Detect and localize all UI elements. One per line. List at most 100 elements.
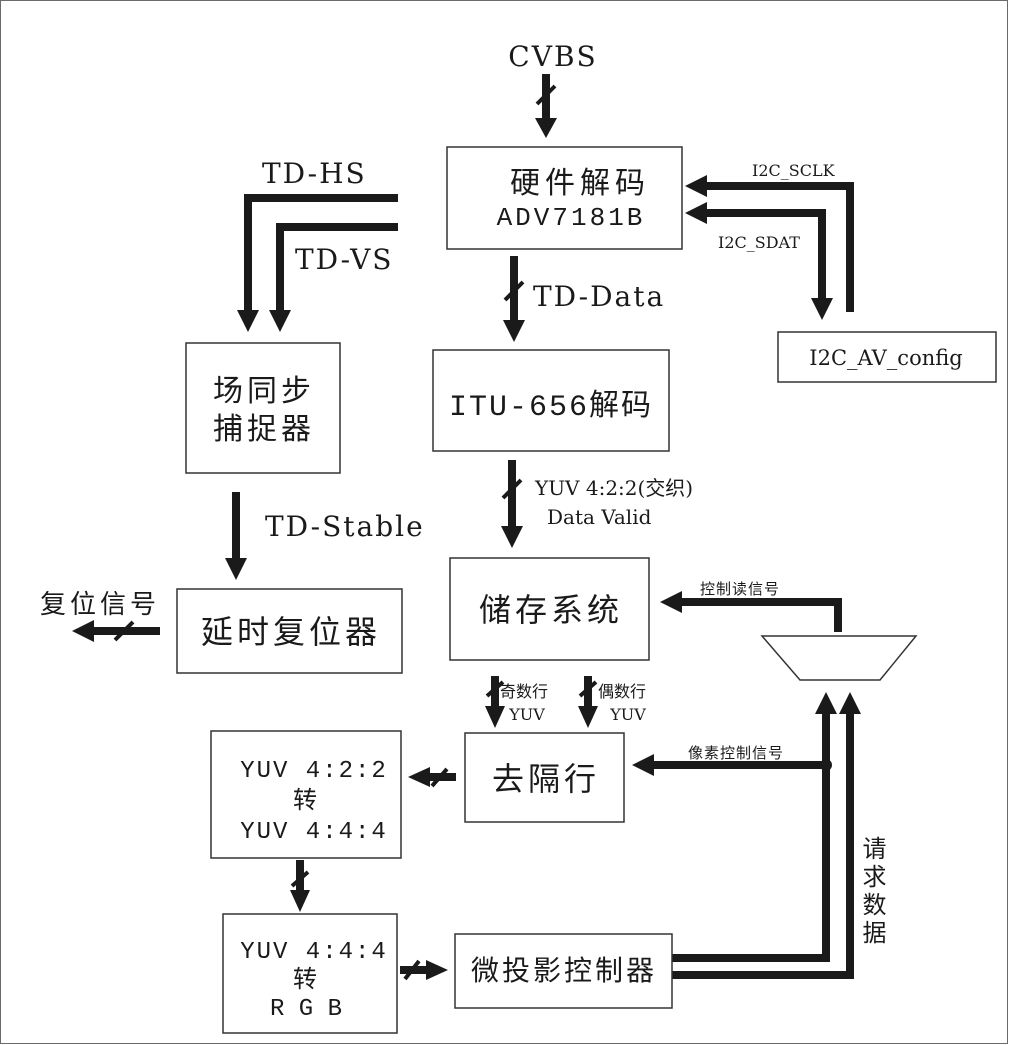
- reset-signal-arrow: [72, 620, 160, 642]
- yuv422-to-444-line1: YUV 4:2:2: [240, 758, 388, 785]
- odd-rows-label: 奇数行: [500, 682, 548, 701]
- hw-decoder-title: 硬件解码: [510, 166, 650, 201]
- field-sync-box: [185, 342, 341, 474]
- i2c-sdat-arrow: [685, 202, 833, 320]
- td-vs-arrow: [269, 223, 398, 332]
- field-sync-line1: 场同步: [213, 374, 315, 409]
- deinterlace-label: 去隔行: [492, 760, 600, 798]
- request-data-arrow-head-b: [839, 692, 861, 714]
- i2c-config-box: [777, 331, 997, 383]
- td-hs-wire: [244, 194, 398, 312]
- delay-reset-label: 延时复位器: [201, 613, 381, 651]
- td-stable-label: TD-Stable: [265, 510, 425, 543]
- itu656-block: ITU-656解码: [432, 349, 670, 452]
- field-sync-line2: 捕捉器: [213, 412, 315, 447]
- deinterlace-to-yuv-head: [408, 767, 430, 787]
- rgb-to-projector-head: [426, 960, 448, 980]
- hw-decoder-box: [446, 146, 683, 250]
- projector-controller-block: 微投影控制器: [454, 933, 673, 1009]
- yuv444-to-rgb-line3: R G B: [270, 996, 342, 1023]
- td-vs-arrow-head: [269, 310, 291, 332]
- i2c-sdat-label: I2C_SDAT: [718, 233, 800, 252]
- pixel-control-arrow-head: [632, 754, 654, 776]
- hw-decoder-chip: ADV7181B: [497, 203, 646, 233]
- request-data-arrow-head-a: [815, 692, 837, 714]
- storage-block: 储存系统: [449, 557, 650, 661]
- yuv444-to-rgb-box: [222, 913, 398, 1034]
- deinterlace-block: 去隔行: [464, 732, 625, 823]
- i2c-sclk-wire: [705, 182, 854, 312]
- i2c-sclk-arrow-head: [685, 175, 707, 197]
- yuv422-to-444-box: [210, 730, 402, 859]
- deinterlace-to-yuv-bus-slash: [430, 767, 449, 788]
- even-rows-yuv-label: YUV: [609, 705, 646, 724]
- rgb-to-projector-bus-slash: [403, 959, 421, 981]
- control-read-wire: [680, 598, 842, 632]
- reset-signal-label: 复位信号: [40, 590, 160, 620]
- yuv444-to-rgb-block: YUV 4:4:4 转 R G B: [222, 913, 398, 1034]
- odd-rows-arrow: [485, 676, 505, 728]
- even-rows-arrow: [578, 676, 598, 728]
- control-read-arrow-head: [660, 591, 682, 613]
- yuv444-stream-arrow: [290, 860, 310, 912]
- projector-controller-label: 微投影控制器: [471, 954, 657, 987]
- i2c-sdat-arrow-head-down: [811, 298, 833, 320]
- request-data-wire-a: [672, 712, 830, 962]
- yuv-stream-arrow-head: [501, 526, 523, 548]
- yuv-stream-bus-slash: [501, 478, 523, 500]
- td-hs-arrow-head: [237, 310, 259, 332]
- i2c-sdat-arrow-head-left: [685, 202, 707, 224]
- storage-label: 储存系统: [479, 591, 623, 629]
- td-vs-wire: [276, 223, 398, 312]
- field-sync-block: 场同步 捕捉器: [185, 342, 341, 474]
- td-hs-arrow: [237, 194, 398, 332]
- even-rows-bus-slash: [578, 680, 598, 698]
- odd-rows-bus-slash: [485, 680, 505, 698]
- yuv444-stream-bus-slash: [290, 870, 310, 888]
- yuv-stream-arrow: [501, 460, 523, 548]
- control-read-arrow: [660, 591, 842, 632]
- i2c-config-block: I2C_AV_config: [777, 331, 997, 383]
- projector-controller-box: [454, 933, 673, 1009]
- request-data-label: 请求数据: [858, 836, 886, 948]
- cvbs-label: CVBS: [508, 40, 597, 73]
- even-rows-arrow-head: [578, 706, 598, 728]
- yuv422-to-444-line3: YUV 4:4:4: [240, 819, 388, 846]
- deinterlace-to-yuv-arrow: [408, 767, 456, 788]
- hw-decoder-block: 硬件解码 ADV7181B: [446, 146, 683, 250]
- pixel-control-label: 像素控制信号: [688, 744, 784, 762]
- odd-rows-yuv-label: YUV: [508, 705, 545, 724]
- i2c-sdat-wire: [705, 209, 826, 300]
- reset-signal-arrow-head: [72, 620, 94, 642]
- reset-signal-bus-slash: [113, 620, 135, 642]
- yuv422-to-444-block: YUV 4:2:2 转 YUV 4:4:4: [210, 730, 402, 859]
- cvbs-arrow: [535, 74, 557, 138]
- yuv422-interlaced-label: YUV 4:2:2(交织): [534, 476, 693, 500]
- td-stable-arrow-head: [225, 558, 247, 580]
- yuv444-stream-head: [290, 890, 310, 912]
- td-data-arrow-head: [503, 320, 525, 342]
- yuv444-to-rgb-line2: 转: [293, 965, 317, 993]
- delay-reset-block: 延时复位器: [176, 588, 403, 674]
- even-rows-label: 偶数行: [598, 682, 646, 701]
- i2c-config-label: I2C_AV_config: [809, 346, 962, 370]
- td-data-label: TD-Data: [533, 280, 665, 313]
- deinterlace-box: [464, 732, 625, 823]
- delay-reset-box: [176, 588, 403, 674]
- i2c-sclk-label: I2C_SCLK: [752, 161, 836, 180]
- yuv422-to-444-line2: 转: [293, 786, 317, 814]
- i2c-sclk-arrow: [685, 175, 854, 312]
- cvbs-bus-slash: [535, 84, 557, 106]
- request-data-wire-b: [672, 712, 854, 979]
- data-valid-label: Data Valid: [547, 505, 652, 529]
- td-vs-label: TD-VS: [295, 243, 393, 276]
- request-data-arrows: [672, 692, 861, 979]
- td-hs-label: TD-HS: [262, 157, 367, 190]
- control-read-label: 控制读信号: [700, 580, 780, 598]
- itu656-label: ITU-656解码: [449, 389, 653, 425]
- rgb-to-projector-arrow: [400, 959, 448, 981]
- cvbs-arrow-head: [535, 118, 557, 138]
- td-stable-arrow: [225, 492, 247, 580]
